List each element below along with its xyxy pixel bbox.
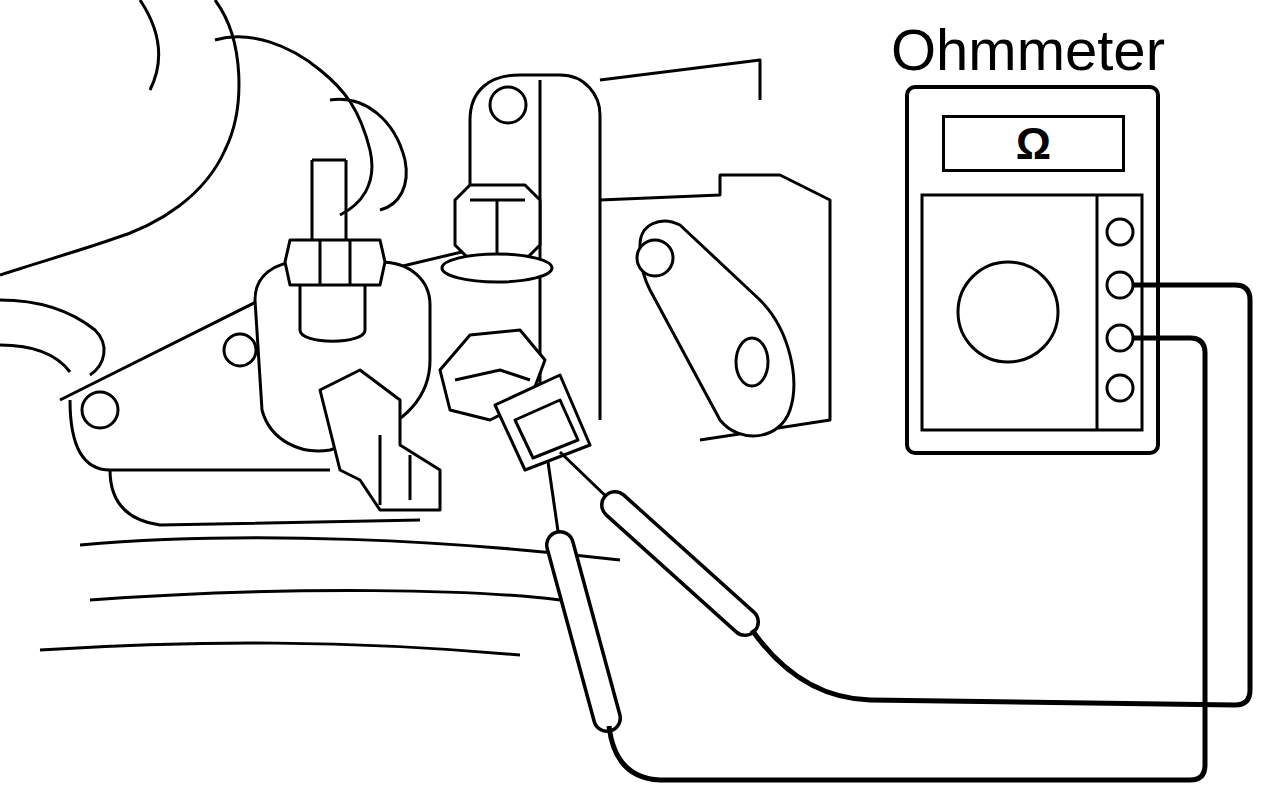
meter-panel [922,195,1142,430]
meter-jack [1107,375,1133,401]
connector-plug [495,375,590,470]
bolt-head [224,334,256,366]
unit-symbol: Ω [1016,122,1051,166]
probe-handle [615,505,745,622]
connector-nut [455,370,530,380]
engine-housing [0,0,239,275]
test-lead [752,285,1250,705]
meter-jack [1107,272,1133,298]
center-bolt [455,185,540,260]
bolt-head [490,87,526,123]
center-bolt [470,200,525,260]
bolt-head [82,392,118,428]
probe-handle [560,545,607,718]
connector-plug [515,400,578,458]
hose [0,300,104,375]
bolt-head [637,240,673,276]
meter-label: Ohmmeter [891,21,1165,79]
engine-housing [140,0,159,90]
meter-display: Ω [942,115,1125,172]
lower-bolt [380,435,410,505]
sensor-nut [285,240,385,285]
sensor-stem [312,160,346,240]
lower-bolt [320,370,440,510]
meter-body: OhmmeterΩ [905,85,1160,455]
center-bolt-washer [442,254,552,282]
bracket-hole [736,338,768,386]
hose [0,345,70,372]
probe-handle [615,505,745,622]
hand-outline [215,37,372,215]
selector-dial [958,262,1058,362]
probe-handle [560,545,607,718]
sensor-base [300,285,365,341]
hand-outline [330,99,406,210]
jack-column [1096,195,1099,430]
sensor-nut [320,240,350,285]
engine-block [600,175,830,440]
engine-block [40,643,520,655]
meter-jack [1107,219,1133,245]
engine-block [600,60,760,100]
meter-jack [1107,325,1133,351]
engine-block [80,538,620,560]
engine-block [90,591,560,600]
